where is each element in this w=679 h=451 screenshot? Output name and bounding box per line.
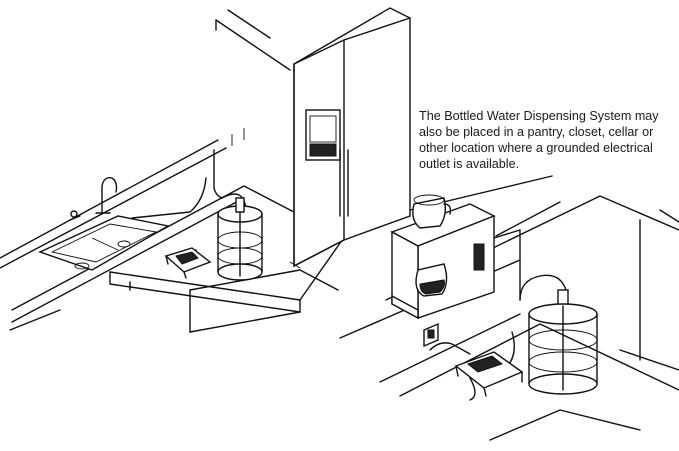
coffee-carafe-icon [412, 194, 452, 297]
water-pump-icon [454, 351, 524, 397]
kitchen-counter [0, 9, 346, 333]
faucet-icon [69, 176, 118, 221]
kitchen-sink-icon [38, 215, 170, 271]
caption-text: The Bottled Water Dispensing System may … [419, 109, 659, 171]
water-bottle-icon [217, 197, 263, 281]
water-pump-icon [164, 247, 212, 279]
refrigerator-icon [289, 7, 411, 269]
water-bottle-icon [528, 289, 598, 395]
electrical-outlet-icon [423, 322, 439, 348]
